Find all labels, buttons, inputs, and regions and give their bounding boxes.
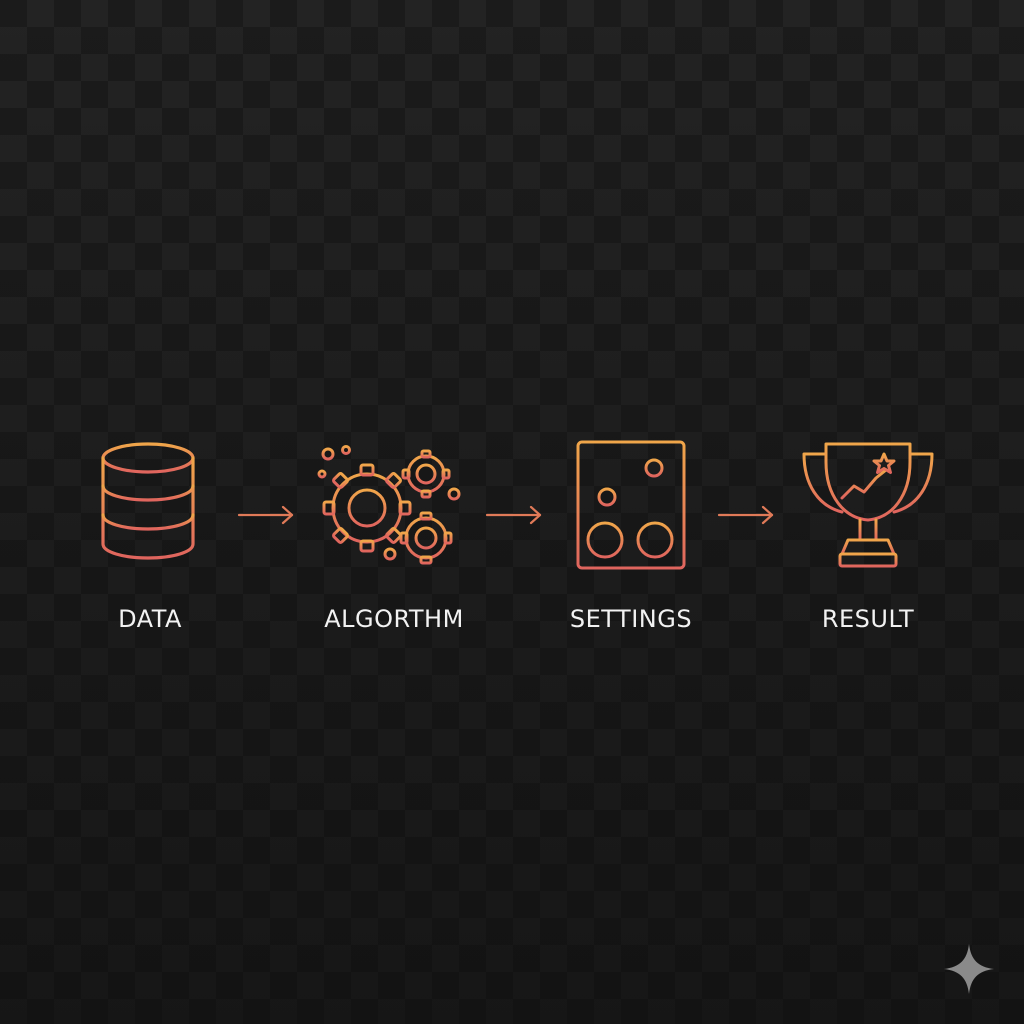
arrow-right-icon [485, 505, 542, 525]
database-icon [101, 442, 195, 560]
step-label-data: DATA [118, 605, 182, 633]
step-label-result: RESULT [821, 605, 915, 633]
arrow-right-icon [237, 505, 294, 525]
settings-panel-icon [576, 440, 686, 570]
gears-icon [317, 445, 461, 565]
step-label-settings: SETTINGS [569, 605, 693, 633]
arrow-right-icon [717, 505, 774, 525]
sparkle-icon [944, 944, 994, 994]
trophy-chart-icon [802, 442, 934, 568]
step-label-algorithm: ALGORTHM [324, 605, 464, 633]
